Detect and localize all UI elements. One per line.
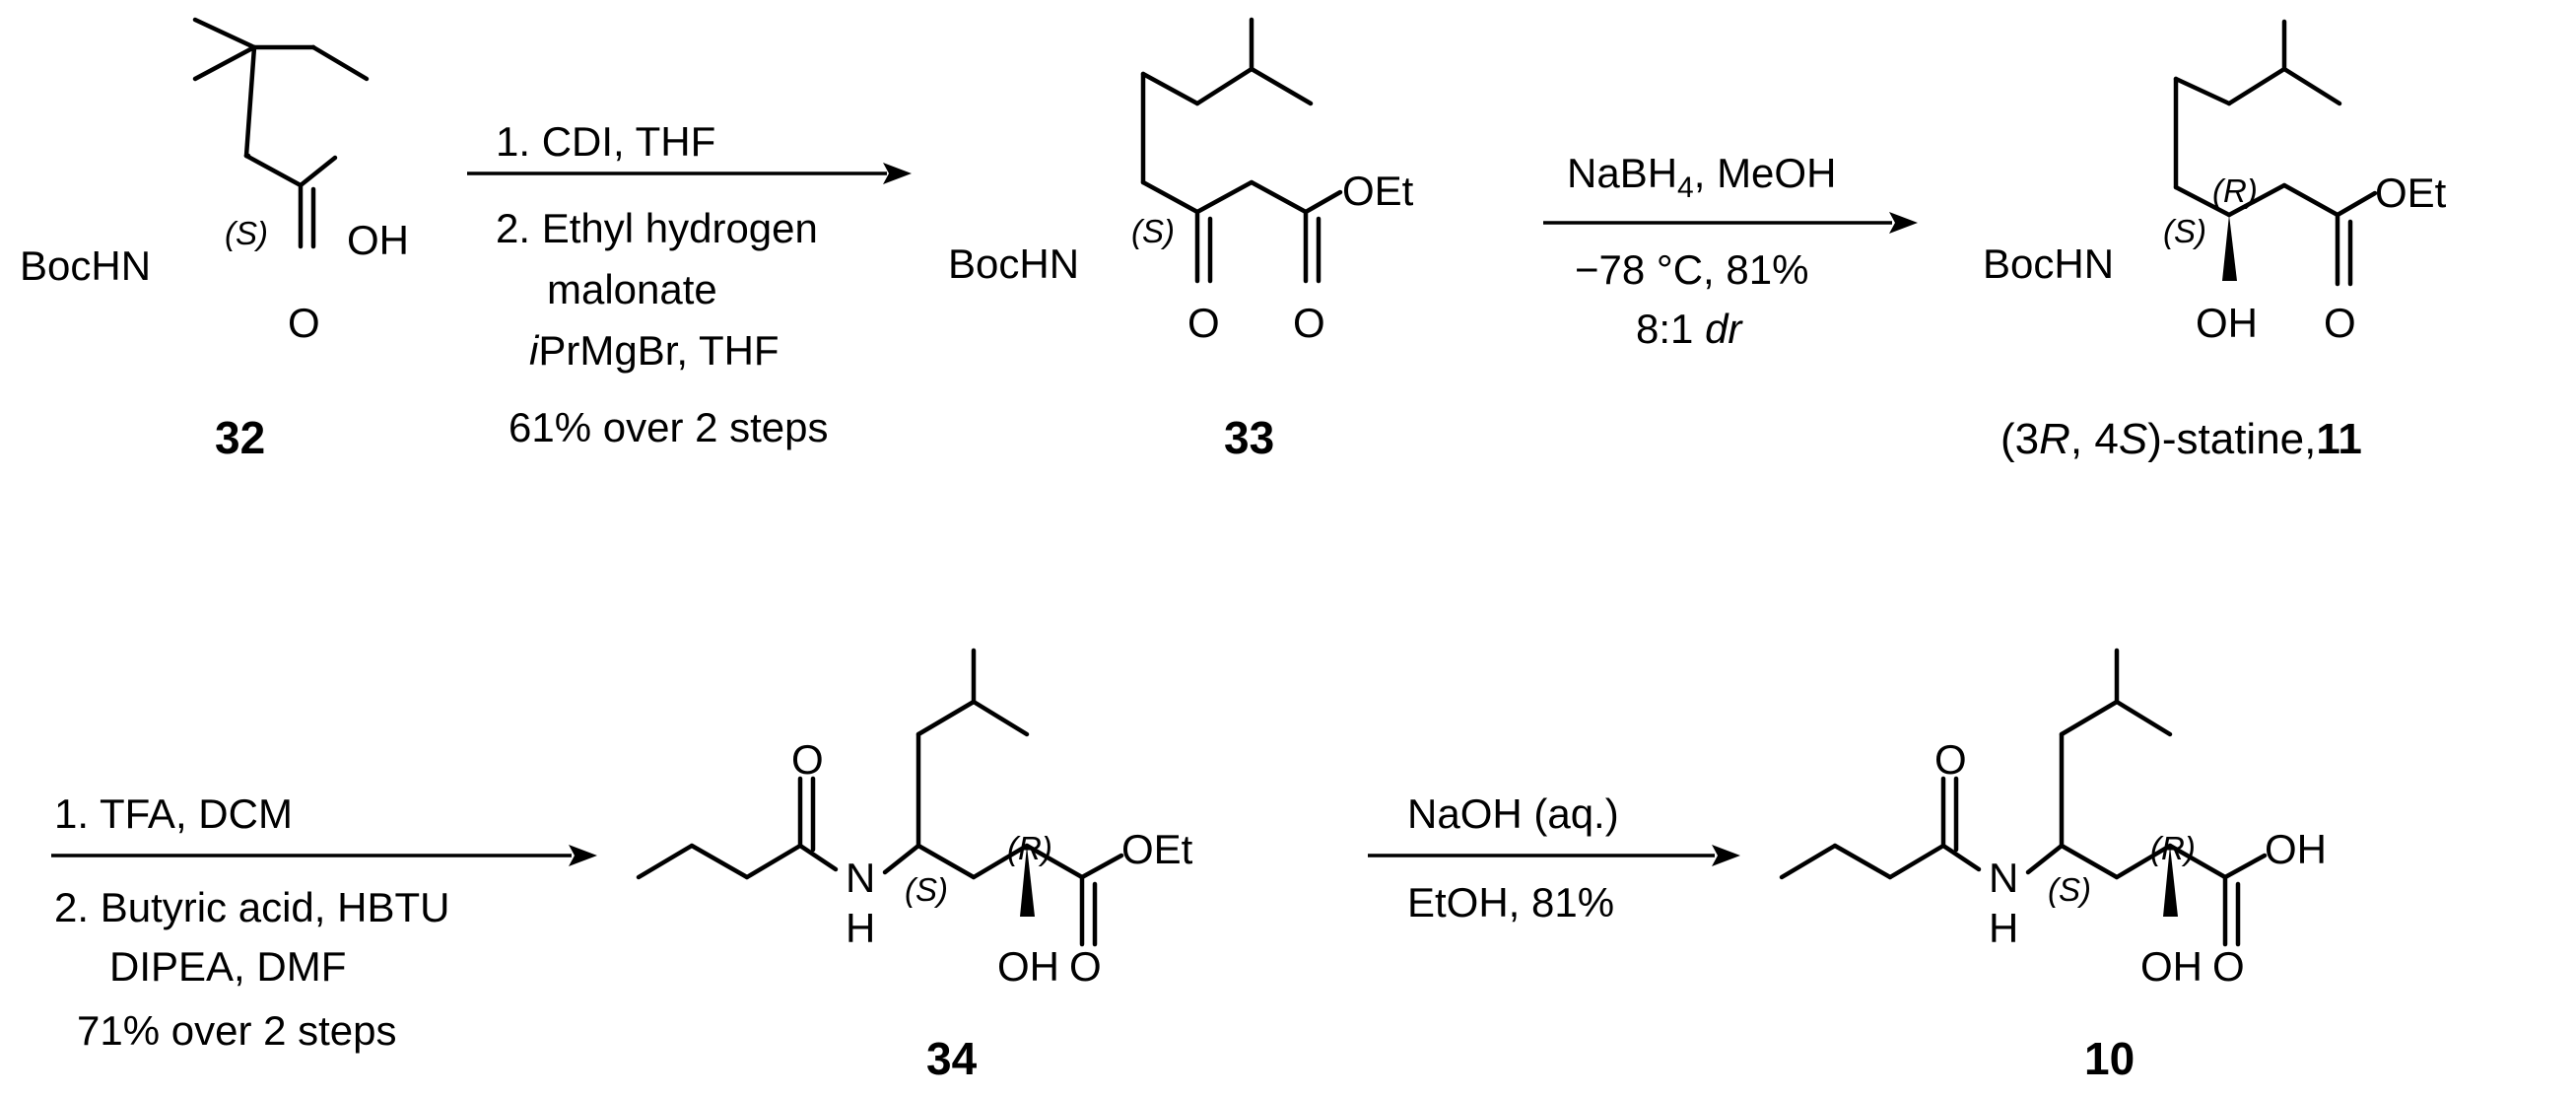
carbonyl-o-label: O xyxy=(288,300,320,346)
arrow-1-condition-line-1: 1. CDI, THF xyxy=(496,118,715,165)
reaction-arrow-4 xyxy=(1368,845,1740,866)
compound-33-number: 33 xyxy=(1224,412,1274,463)
compound-11-bonds xyxy=(2173,19,2378,287)
stereo-s-label: (S) xyxy=(905,871,948,908)
stereo-r-label: (R) xyxy=(2150,830,2196,866)
amide-n-label: N xyxy=(1989,855,2018,901)
compound-11-label: (3R, 4S)-statine,11 xyxy=(2000,415,2362,463)
compound-10-structure: O N H (S) (R) OH OH O xyxy=(1779,648,2327,990)
compound-10-number: 10 xyxy=(2084,1033,2135,1084)
stereo-s-label: (S) xyxy=(1131,213,1175,249)
hydroxyl-label: OH xyxy=(997,943,1059,990)
amide-n-label: N xyxy=(846,855,875,901)
hydroxyl-label: OH xyxy=(2140,943,2203,990)
arrow-3-condition-line-4: 71% over 2 steps xyxy=(77,1007,397,1054)
amide-o-label: O xyxy=(1934,736,1967,783)
stereo-r-label: (R) xyxy=(1007,830,1052,866)
arrow-4-condition-line-1: NaOH (aq.) xyxy=(1407,790,1619,837)
boc-nh-label: BocHN xyxy=(948,240,1079,287)
compound-11-structure: BocHN (S) (R) OEt OH O xyxy=(1983,19,2447,346)
arrow-2-ratio: 8:1 xyxy=(1636,306,1705,352)
compound-11-label-suffix: )-statine, xyxy=(2147,415,2316,463)
stereo-wedge-bond xyxy=(2222,215,2237,281)
arrow-1-condition-line-3: malonate xyxy=(547,266,717,312)
amide-h-label: H xyxy=(1989,905,2018,951)
stereo-s-label: (S) xyxy=(2048,871,2091,908)
arrow-2-reagent-main: NaBH xyxy=(1567,150,1677,196)
hydroxyl-label: OH xyxy=(2196,300,2258,346)
compound-11-label-r: R xyxy=(2039,415,2070,463)
ester-o-label: O xyxy=(1069,943,1102,990)
boc-nh-label: BocHN xyxy=(20,242,151,289)
arrow-1-reagent-prefix: i xyxy=(529,327,540,374)
arrow-2-condition-line-3: 8:1 dr xyxy=(1636,306,1743,352)
arrow-2-condition-line-2: −78 °C, 81% xyxy=(1575,246,1808,293)
stereo-wedge-bond xyxy=(1020,846,1035,917)
reaction-arrow-3 xyxy=(51,845,597,866)
compound-32-number: 32 xyxy=(215,412,265,463)
acid-oh-label: OH xyxy=(2265,826,2327,872)
arrow-4-conditions: NaOH (aq.) EtOH, 81% xyxy=(1407,790,1619,926)
arrow-1-conditions: 1. CDI, THF 2. Ethyl hydrogen malonate i… xyxy=(496,118,829,450)
amide-o-label: O xyxy=(791,736,824,783)
stereo-r-label: (R) xyxy=(2212,172,2258,209)
compound-34-structure: O N H (S) (R) OEt OH O xyxy=(636,648,1193,990)
ethoxy-label: OEt xyxy=(1121,826,1193,872)
compound-33-bonds xyxy=(1140,17,1343,284)
arrow-3-condition-line-2: 2. Butyric acid, HBTU xyxy=(54,884,449,930)
compound-11-number: 11 xyxy=(2316,415,2362,463)
ester-o-label: O xyxy=(2324,300,2356,346)
arrow-3-condition-line-3: DIPEA, DMF xyxy=(109,943,346,990)
ethoxy-label: OEt xyxy=(1342,168,1414,214)
arrow-3-condition-line-1: 1. TFA, DCM xyxy=(54,790,293,837)
reaction-arrow-2 xyxy=(1543,212,1918,234)
reaction-arrow-1 xyxy=(467,163,912,184)
stereo-s-label: (S) xyxy=(225,215,268,251)
compound-11-label-prefix: (3 xyxy=(2000,415,2039,463)
arrow-2-condition-line-1: NaBH4, MeOH xyxy=(1567,150,1836,204)
arrow-1-condition-line-4: iPrMgBr, THF xyxy=(529,327,780,374)
arrow-1-condition-line-5: 61% over 2 steps xyxy=(508,404,829,450)
amide-h-label: H xyxy=(846,905,875,951)
stereo-s-label: (S) xyxy=(2163,213,2206,249)
compound-11-label-s: S xyxy=(2119,415,2147,463)
hydroxyl-label: OH xyxy=(347,217,409,263)
arrow-3-conditions: 1. TFA, DCM 2. Butyric acid, HBTU DIPEA,… xyxy=(54,790,449,1054)
arrow-1-reagent-rest: PrMgBr, THF xyxy=(538,327,779,374)
compound-32-bonds xyxy=(192,17,370,249)
arrow-2-ratio-unit: dr xyxy=(1705,306,1743,352)
ester-o-label: O xyxy=(1293,300,1325,346)
stereo-wedge-bond xyxy=(2163,846,2178,917)
compound-11-label-mid: , 4 xyxy=(2070,415,2119,463)
arrow-2-reagent-rest: , MeOH xyxy=(1694,150,1837,196)
acid-carbonyl-o-label: O xyxy=(2212,943,2245,990)
ethoxy-label: OEt xyxy=(2375,170,2447,216)
boc-nh-label: BocHN xyxy=(1983,240,2114,287)
compound-33-structure: BocHN (S) OEt O O xyxy=(948,17,1414,346)
arrow-4-condition-line-2: EtOH, 81% xyxy=(1407,879,1614,926)
arrow-2-conditions: NaBH4, MeOH −78 °C, 81% 8:1 dr xyxy=(1567,150,1836,352)
compound-32-structure: BocHN (S) OH O xyxy=(20,17,409,346)
compound-34-bonds xyxy=(636,648,1124,947)
ketone-o-label: O xyxy=(1187,300,1220,346)
compound-10-bonds xyxy=(1779,648,2268,947)
compound-34-number: 34 xyxy=(926,1033,978,1084)
arrow-1-condition-line-2: 2. Ethyl hydrogen xyxy=(496,205,818,251)
arrow-2-reagent-subscript: 4 xyxy=(1677,171,1694,204)
